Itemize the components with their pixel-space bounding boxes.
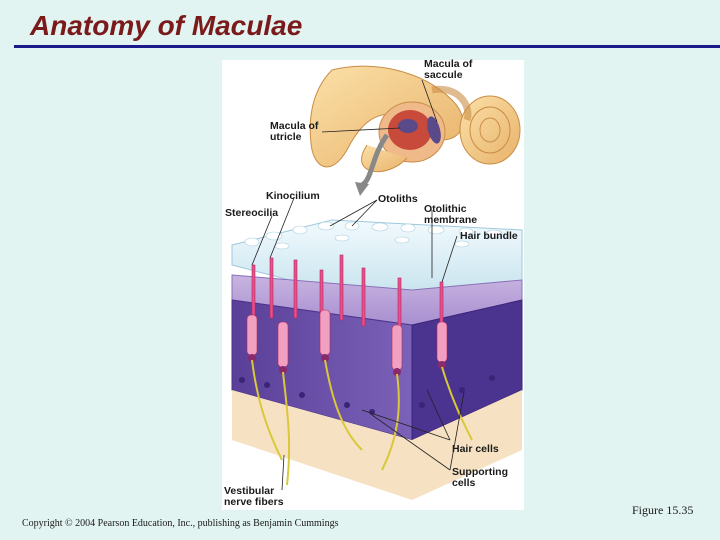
- label-supporting-cells: Supporting cells: [452, 466, 508, 489]
- copyright-notice: Copyright © 2004 Pearson Education, Inc.…: [22, 518, 339, 529]
- inner-ear-drawing: [309, 65, 521, 196]
- label-hair-cells: Hair cells: [452, 443, 499, 455]
- slide-title: Anatomy of Maculae: [30, 10, 303, 41]
- sensory-epithelium-drawing: [231, 274, 523, 500]
- macula-illustration: [231, 65, 523, 500]
- label-hair-bundle: Hair bundle: [460, 230, 518, 242]
- figure-caption: Figure 15.35: [632, 503, 694, 517]
- hair-cells-drawing: [246, 254, 448, 376]
- title-rule: [14, 45, 720, 48]
- label-vestibular-nerve-fibers: Vestibular nerve fibers: [224, 485, 284, 508]
- label-leader-lines: [251, 79, 465, 491]
- macula-figure: Macula of saccule Macula of utricle Kino…: [222, 58, 524, 510]
- label-otolithic-membrane: Otolithic membrane: [424, 203, 478, 226]
- supporting-cells-drawing: [239, 375, 495, 415]
- label-kinocilium: Kinocilium: [266, 190, 320, 202]
- label-macula-of-utricle: Macula of utricle: [270, 120, 319, 143]
- nerve-fibers-drawing: [251, 359, 473, 486]
- label-macula-of-saccule: Macula of saccule: [424, 58, 473, 81]
- label-stereocilia: Stereocilia: [225, 207, 279, 219]
- label-otoliths: Otoliths: [378, 193, 418, 205]
